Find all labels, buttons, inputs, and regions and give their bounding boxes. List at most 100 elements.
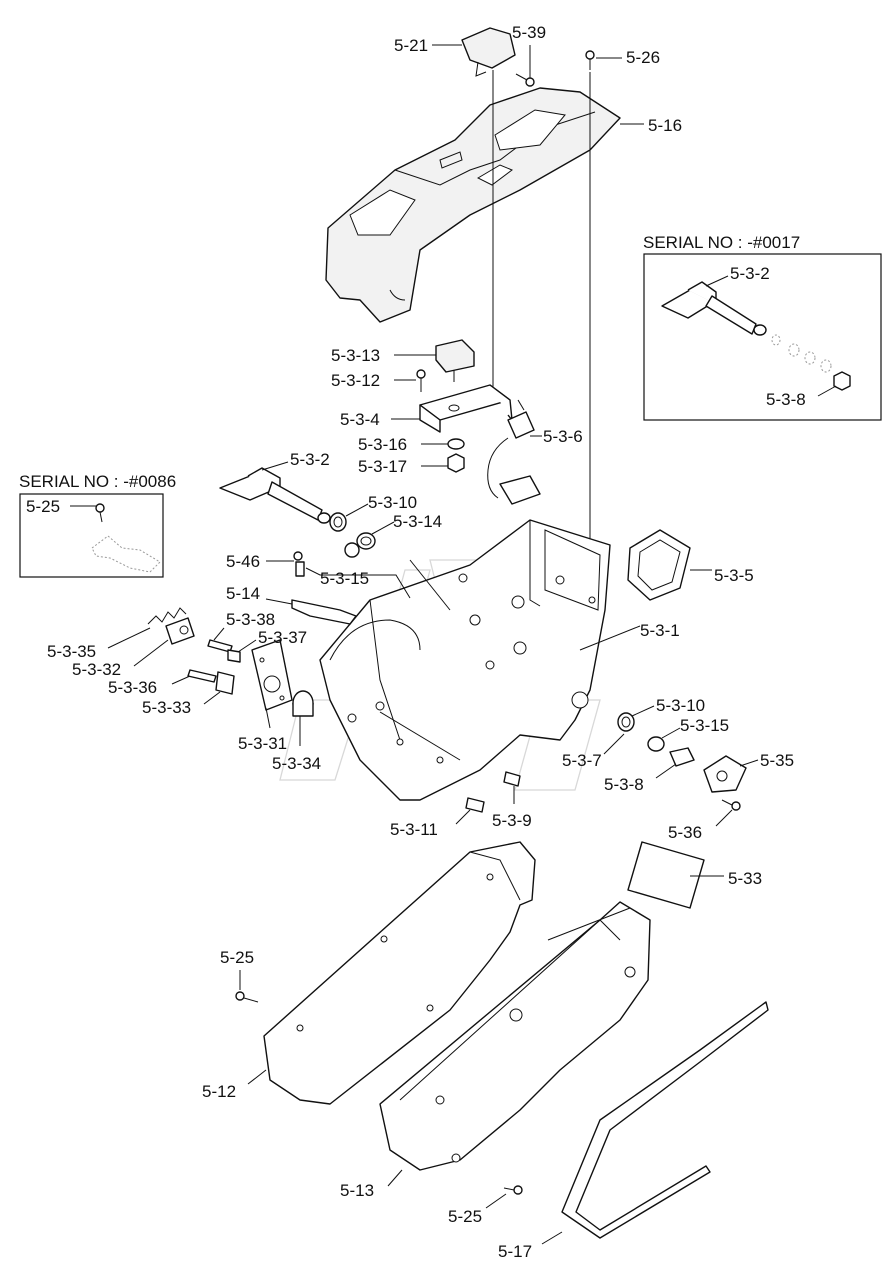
callout-label: 5-3-7: [562, 751, 602, 770]
callout-5-3-10-bot: 5-3-10: [631, 696, 705, 717]
callout-label: 5-25: [26, 497, 60, 516]
callout-5-3-6: 5-3-6: [530, 427, 583, 446]
callout-label: 5-16: [648, 116, 682, 135]
clip-5-3-37: [227, 649, 241, 663]
callout-5-3-10-top: 5-3-10: [345, 493, 417, 517]
plate-5-3-31: [251, 639, 293, 711]
callout-label: 5-3-14: [393, 512, 442, 531]
callout-5-3-16: 5-3-16: [358, 435, 448, 454]
callout-label: 5-36: [668, 823, 702, 842]
bolt-5-3-12: [416, 369, 426, 392]
screw-5-39: [515, 73, 535, 87]
screw-5-25-bot: [503, 1185, 523, 1195]
trim-strip-5-17: [561, 1001, 769, 1239]
bolt-5-3-8: [669, 747, 695, 767]
label-5-33: [627, 841, 705, 909]
bolt-5-3-9: [503, 771, 521, 787]
callout-5-39: 5-39: [512, 23, 546, 78]
callout-label: 5-3-15: [680, 716, 729, 735]
callout-5-12: 5-12: [202, 1069, 267, 1101]
callout-5-3-33: 5-3-33: [142, 691, 221, 717]
bolt-5-3-36: [187, 669, 217, 683]
callout-5-3-36: 5-3-36: [108, 675, 191, 697]
callout-label: 5-3-2: [730, 264, 770, 283]
callout-label: 5-3-6: [543, 427, 583, 446]
callout-5-26: 5-26: [596, 48, 660, 67]
callout-label: 5-25: [448, 1207, 482, 1226]
callout-label: 5-3-10: [368, 493, 417, 512]
screw-5-36: [721, 799, 741, 811]
callout-label: 5-3-10: [656, 696, 705, 715]
switch-knob-5-3-13: [435, 339, 475, 382]
callout-label: 5-3-4: [340, 410, 380, 429]
bolt-5-3-11: [465, 797, 485, 813]
callout-5-3-17: 5-3-17: [358, 457, 448, 476]
callout-label: 5-3-38: [226, 610, 275, 629]
callout-label: 5-39: [512, 23, 546, 42]
callout-label: 5-3-5: [714, 566, 754, 585]
callout-label: 5-3-17: [358, 457, 407, 476]
pivot-shaft-5-3-2: [219, 467, 331, 524]
inset-serial-0086: SERIAL NO : -#0086 5-25: [19, 472, 176, 578]
callout-label: 5-3-8: [766, 390, 806, 409]
side-panel-5-12: [263, 841, 536, 1105]
callout-label: 5-26: [626, 48, 660, 67]
washer-5-3-15-bot: [647, 736, 665, 752]
callout-5-3-15-bot: 5-3-15: [661, 716, 729, 739]
callout-5-25-mid: 5-25: [220, 948, 254, 990]
callout-label: 5-3-33: [142, 698, 191, 717]
inset-title: SERIAL NO : -#0086: [19, 472, 176, 491]
callout-label: 5-3-35: [47, 642, 96, 661]
callout-label: 5-3-37: [258, 628, 307, 647]
switch-5-3-6: [487, 399, 541, 505]
bushing-5-3-34: [292, 690, 314, 717]
callout-5-3-12: 5-3-12: [331, 371, 416, 390]
callout-5-3-11: 5-3-11: [390, 809, 471, 839]
screw-5-25-mid: [235, 991, 259, 1003]
callout-5-3-8-main: 5-3-8: [604, 763, 677, 794]
callout-5-3-4: 5-3-4: [340, 410, 420, 429]
knob-part: [461, 27, 516, 77]
callout-5-17: 5-17: [498, 1231, 563, 1261]
console-top-cover: [325, 87, 621, 323]
bracket-5-3-33: [215, 671, 235, 695]
inset-serial-0017: SERIAL NO : -#0017 5-3-2 5-3-8: [643, 233, 882, 421]
nut-5-3-17: [447, 453, 465, 473]
bushing-5-3-10-top: [329, 512, 347, 532]
callout-5-3-13: 5-3-13: [331, 346, 436, 365]
callout-5-46: 5-46: [226, 552, 294, 571]
spring-5-3-35: [147, 607, 187, 625]
callout-label: 5-12: [202, 1082, 236, 1101]
callout-label: 5-3-31: [238, 734, 287, 753]
callout-label: 5-3-34: [272, 754, 321, 773]
callout-5-3-2: 5-3-2: [261, 450, 330, 471]
sensor-5-3-32: [165, 617, 195, 645]
inset-title: SERIAL NO : -#0017: [643, 233, 800, 252]
callout-5-3-5: 5-3-5: [690, 566, 754, 585]
grease-nipple-5-46: [293, 551, 305, 577]
callout-5-16: 5-16: [620, 116, 682, 135]
callout-label: 5-3-16: [358, 435, 407, 454]
main-frame-5-3-1: [319, 519, 611, 801]
callout-5-3-9: 5-3-9: [492, 786, 532, 830]
screw-5-26: [585, 50, 595, 70]
callout-5-25-bot: 5-25: [448, 1193, 507, 1226]
callout-5-3-15-top: 5-3-15: [305, 567, 411, 599]
callout-5-3-32: 5-3-32: [72, 639, 169, 679]
callout-label: 5-17: [498, 1242, 532, 1261]
callout-5-3-14: 5-3-14: [371, 512, 442, 535]
callout-5-3-34: 5-3-34: [272, 716, 321, 773]
callout-label: 5-21: [394, 36, 428, 55]
bracket-5-3-4: [419, 384, 513, 433]
callout-label: 5-3-36: [108, 678, 157, 697]
washer-5-3-16: [447, 438, 465, 450]
washer-5-3-15-top: [344, 542, 360, 558]
callout-5-21: 5-21: [394, 36, 462, 55]
callout-5-13: 5-13: [340, 1169, 403, 1200]
callout-5-3-38: 5-3-38: [213, 610, 275, 641]
callout-label: 5-3-12: [331, 371, 380, 390]
washer-5-3-14: [356, 532, 376, 550]
callout-5-14: 5-14: [226, 584, 293, 605]
callout-5-3-31: 5-3-31: [238, 707, 287, 753]
callout-5-3-7: 5-3-7: [562, 733, 625, 770]
